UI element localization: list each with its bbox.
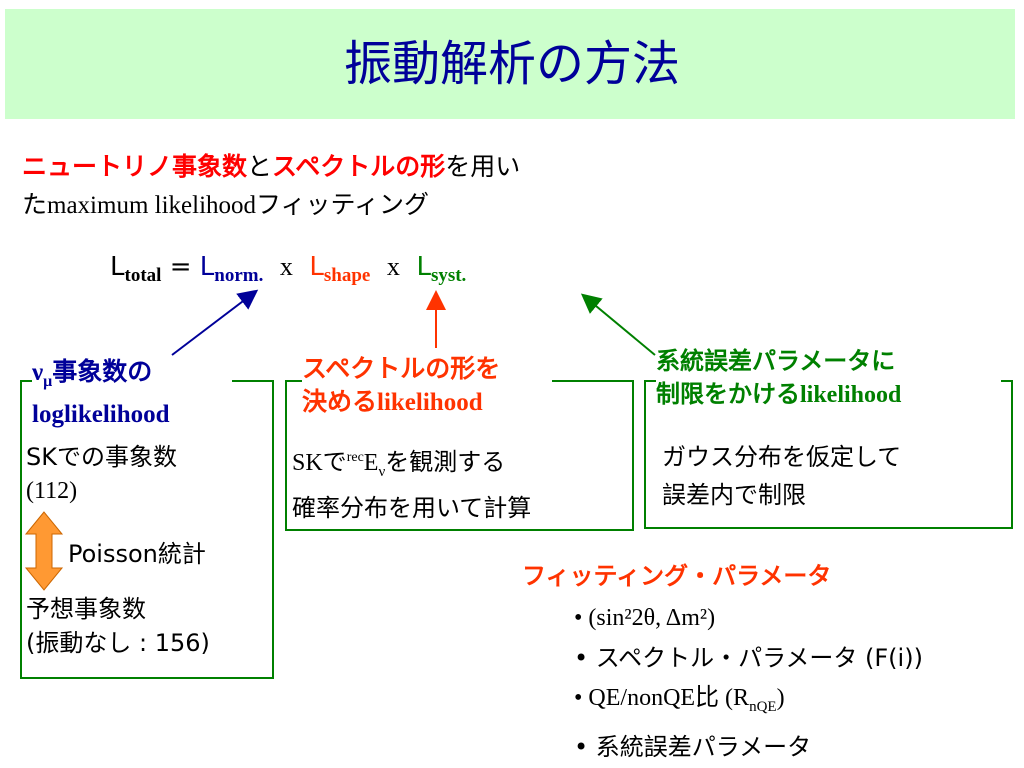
sk-event-count: SKでの事象数 (26, 443, 177, 471)
nu-symbol: ν (32, 359, 44, 386)
sk-at: SKで (292, 450, 347, 476)
l-norm-subscript: norm. (214, 265, 264, 287)
fit-param-spectrum: • スペクトル・パラメータ (F(i)) (574, 644, 923, 672)
fit-params-heading: フィッティング・パラメータ (522, 562, 832, 590)
error-limit-text: 誤差内で制限 (662, 481, 806, 509)
spectrum-likelihood: likelihood (377, 389, 483, 416)
l-total-symbol: L (110, 252, 125, 282)
rec-superscript: rec (346, 450, 364, 465)
energy-symbol: E (363, 450, 379, 476)
intro-fitting: フィッティング (256, 190, 430, 219)
fit-param-qe-close: ) (776, 685, 785, 711)
event-count-label: 事象数の (52, 357, 153, 386)
fit-param-qe-sub: nQE (749, 698, 777, 715)
intro-spectrum-shape: スペクトルの形 (272, 152, 446, 181)
fit-param-qe: • QE/nonQE比 (R (574, 685, 750, 711)
loglikelihood-label: loglikelihood (32, 401, 170, 428)
box-systematic-body: ガウス分布を仮定して 誤差内で制限 (662, 438, 1002, 514)
double-arrow-icon (24, 511, 64, 591)
box-event-count-body: SKでの事象数 (112) (26, 440, 266, 508)
sk-event-count-value: (112) (26, 478, 78, 504)
page-title: 振動解析の方法 (343, 36, 680, 92)
fit-param-osc: • (sin²2θ, Δm²) (574, 605, 716, 631)
intro-max-likelihood: maximum likelihood (47, 192, 257, 219)
intro-and: と (247, 152, 273, 181)
expected-event-count-value: (振動なし : 156) (26, 629, 210, 657)
likelihood-formula: Ltotal = Lnorm. x Lshape x Lsyst. (110, 252, 466, 287)
nu-subscript: ν (378, 463, 386, 480)
intro-text: ニュートリノ事象数とスペクトルの形を用い たmaximum likelihood… (22, 148, 662, 225)
arrow-to-l-syst (580, 293, 656, 356)
systematic-label-2: 制限をかける (656, 380, 800, 408)
intro-ta: た (22, 190, 48, 219)
probability-dist-text: 確率分布を用いて計算 (292, 493, 532, 522)
mu-subscript: μ (43, 373, 53, 390)
box-spectrum-body: SKでrecEνを観測する 確率分布を用いて計算 (292, 440, 628, 526)
equals-sign: = (169, 252, 192, 282)
systematic-label-1: 系統誤差パラメータに (656, 347, 896, 375)
times-sign-2: x (386, 252, 400, 281)
title-bar (5, 9, 1015, 119)
fit-params-list: • (sin²2θ, Δm²) • スペクトル・パラメータ (F(i)) • Q… (574, 598, 923, 767)
l-shape-symbol: L (309, 252, 324, 282)
box-systematic-label: 系統誤差パラメータに 制限をかけるlikelihood (656, 345, 1001, 412)
spectrum-shape-label-1: スペクトルの形を (302, 354, 501, 383)
arrow-to-l-norm (171, 289, 259, 356)
times-sign-1: x (279, 252, 293, 281)
l-syst-subscript: syst. (430, 265, 467, 287)
systematic-likelihood: likelihood (800, 382, 902, 408)
l-norm-symbol: L (199, 252, 215, 282)
l-total-subscript: total (124, 265, 162, 287)
fit-param-systematic: • 系統誤差パラメータ (574, 732, 812, 761)
l-syst-symbol: L (416, 252, 431, 282)
gaussian-text: ガウス分布を仮定して (662, 443, 902, 471)
box-spectrum-shape-label: スペクトルの形を 決めるlikelihood (302, 352, 552, 419)
intro-neutrino-events: ニュートリノ事象数 (22, 152, 248, 181)
observe-text: を観測する (385, 448, 506, 476)
expected-event-count: 予想事象数 (26, 595, 146, 623)
l-shape-subscript: shape (323, 265, 371, 287)
box-expected-body: 予想事象数 (振動なし : 156) (26, 592, 266, 660)
box-event-count-label: νμ事象数の loglikelihood (32, 356, 232, 431)
spectrum-shape-label-2: 決める (302, 387, 378, 416)
poisson-stat: Poisson統計 (68, 540, 206, 568)
intro-using: を用い (445, 152, 521, 181)
